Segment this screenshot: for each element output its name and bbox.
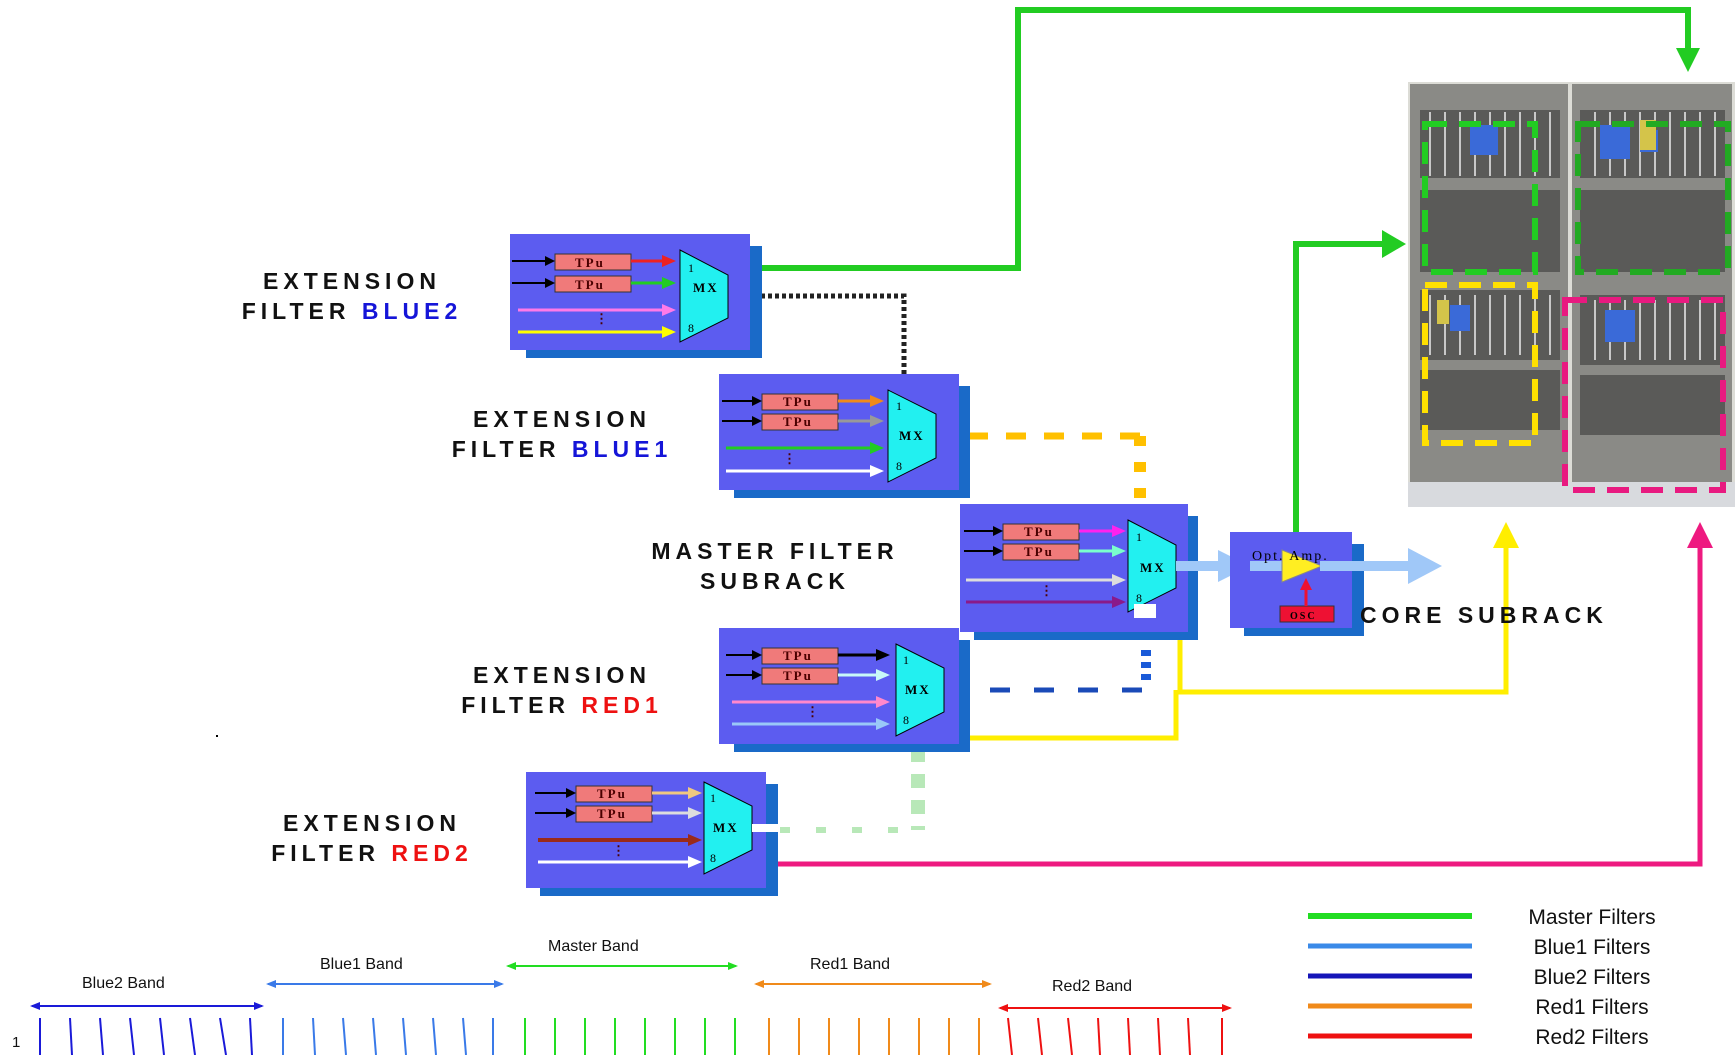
svg-text:⋮: ⋮ bbox=[612, 843, 627, 858]
svg-text:TPu: TPu bbox=[597, 806, 627, 821]
extension-filter-red2-label: EXTENSION FILTER RED2 bbox=[242, 808, 502, 868]
legend-blue1-filters: Blue1 Filters bbox=[1492, 936, 1692, 960]
legend-red1-filters: Red1 Filters bbox=[1492, 996, 1692, 1020]
extension-filter-blue2-module bbox=[510, 234, 762, 358]
extension-filter-blue1-label: EXTENSION FILTER BLUE1 bbox=[432, 404, 692, 464]
label-line2: SUBRACK bbox=[620, 566, 930, 596]
band-label-blue2: Blue2 Band bbox=[82, 975, 165, 993]
svg-text:1: 1 bbox=[896, 399, 902, 413]
svg-text:⋮: ⋮ bbox=[783, 451, 798, 466]
label-line2: FILTER BLUE1 bbox=[432, 434, 692, 464]
svg-text:TPu: TPu bbox=[575, 255, 605, 270]
svg-text:1: 1 bbox=[903, 653, 909, 667]
extension-filter-red1-label: EXTENSION FILTER RED1 bbox=[432, 660, 692, 720]
svg-text:Opt. Amp.: Opt. Amp. bbox=[1252, 549, 1329, 564]
svg-text:1: 1 bbox=[710, 791, 716, 805]
extension-filter-blue2-label: EXTENSION FILTER BLUE2 bbox=[222, 266, 482, 326]
svg-text:1: 1 bbox=[688, 261, 694, 275]
svg-text:8: 8 bbox=[903, 713, 909, 727]
label-line2: FILTER RED1 bbox=[432, 690, 692, 720]
label-line2: FILTER RED2 bbox=[242, 838, 502, 868]
master-filter-subrack-label: MASTER FILTER SUBRACK bbox=[620, 536, 930, 596]
legend-swatches bbox=[1308, 916, 1472, 1036]
band-name-blue1: BLUE1 bbox=[572, 436, 672, 462]
legend-master-filters: Master Filters bbox=[1492, 906, 1692, 930]
extension-filter-red1-module bbox=[719, 628, 970, 752]
label-line1: EXTENSION bbox=[222, 266, 482, 296]
svg-text:TPu: TPu bbox=[597, 786, 627, 801]
svg-text:MX: MX bbox=[899, 428, 925, 443]
svg-text:TPu: TPu bbox=[575, 277, 605, 292]
extension-filter-red2-module bbox=[526, 772, 778, 896]
amp-to-core-line bbox=[1296, 244, 1390, 538]
label-line2: FILTER BLUE2 bbox=[222, 296, 482, 326]
band-name-red1: RED1 bbox=[581, 692, 662, 718]
label-line1: MASTER FILTER bbox=[620, 536, 930, 566]
core-subrack-photo bbox=[1408, 82, 1735, 507]
svg-text:TPu: TPu bbox=[783, 394, 813, 409]
band-name-red2: RED2 bbox=[391, 840, 472, 866]
svg-text:8: 8 bbox=[1136, 591, 1142, 605]
legend-red2-filters: Red2 Filters bbox=[1492, 1026, 1692, 1050]
svg-text:TPu: TPu bbox=[783, 414, 813, 429]
band-label-red1: Red1 Band bbox=[810, 956, 890, 974]
svg-text:TPu: TPu bbox=[1024, 524, 1054, 539]
svg-text:1: 1 bbox=[1136, 530, 1142, 544]
svg-text:TPu: TPu bbox=[783, 668, 813, 683]
band-label-master: Master Band bbox=[548, 938, 639, 956]
master-filter-module bbox=[960, 504, 1250, 640]
core-subrack-label: CORE SUBRACK bbox=[1360, 600, 1650, 630]
svg-text:⋮: ⋮ bbox=[1040, 583, 1055, 598]
band-chart bbox=[30, 962, 1232, 1055]
label-line1: EXTENSION bbox=[432, 404, 692, 434]
svg-text:MX: MX bbox=[905, 682, 931, 697]
svg-text:⋮: ⋮ bbox=[595, 311, 610, 326]
svg-text:8: 8 bbox=[688, 321, 694, 335]
svg-text:TPu: TPu bbox=[783, 648, 813, 663]
extension-filter-blue1-module bbox=[719, 374, 970, 498]
svg-text:MX: MX bbox=[1140, 560, 1166, 575]
svg-text:OSC: OSC bbox=[1290, 611, 1317, 622]
band-label-blue1: Blue1 Band bbox=[320, 956, 403, 974]
svg-text:MX: MX bbox=[713, 820, 739, 835]
band-name-blue2: BLUE2 bbox=[362, 298, 462, 324]
red1-to-master-yellow-line bbox=[970, 690, 1176, 738]
svg-text:TPu: TPu bbox=[1024, 544, 1054, 559]
svg-text:8: 8 bbox=[710, 851, 716, 865]
label-line1: EXTENSION bbox=[432, 660, 692, 690]
label-line1: EXTENSION bbox=[242, 808, 502, 838]
svg-text:8: 8 bbox=[896, 459, 902, 473]
svg-text:⋮: ⋮ bbox=[806, 704, 821, 719]
legend-blue2-filters: Blue2 Filters bbox=[1492, 966, 1692, 990]
svg-text:MX: MX bbox=[693, 280, 719, 295]
channel-axis-start: 1 bbox=[12, 1034, 20, 1051]
band-label-red2: Red2 Band bbox=[1052, 978, 1132, 996]
